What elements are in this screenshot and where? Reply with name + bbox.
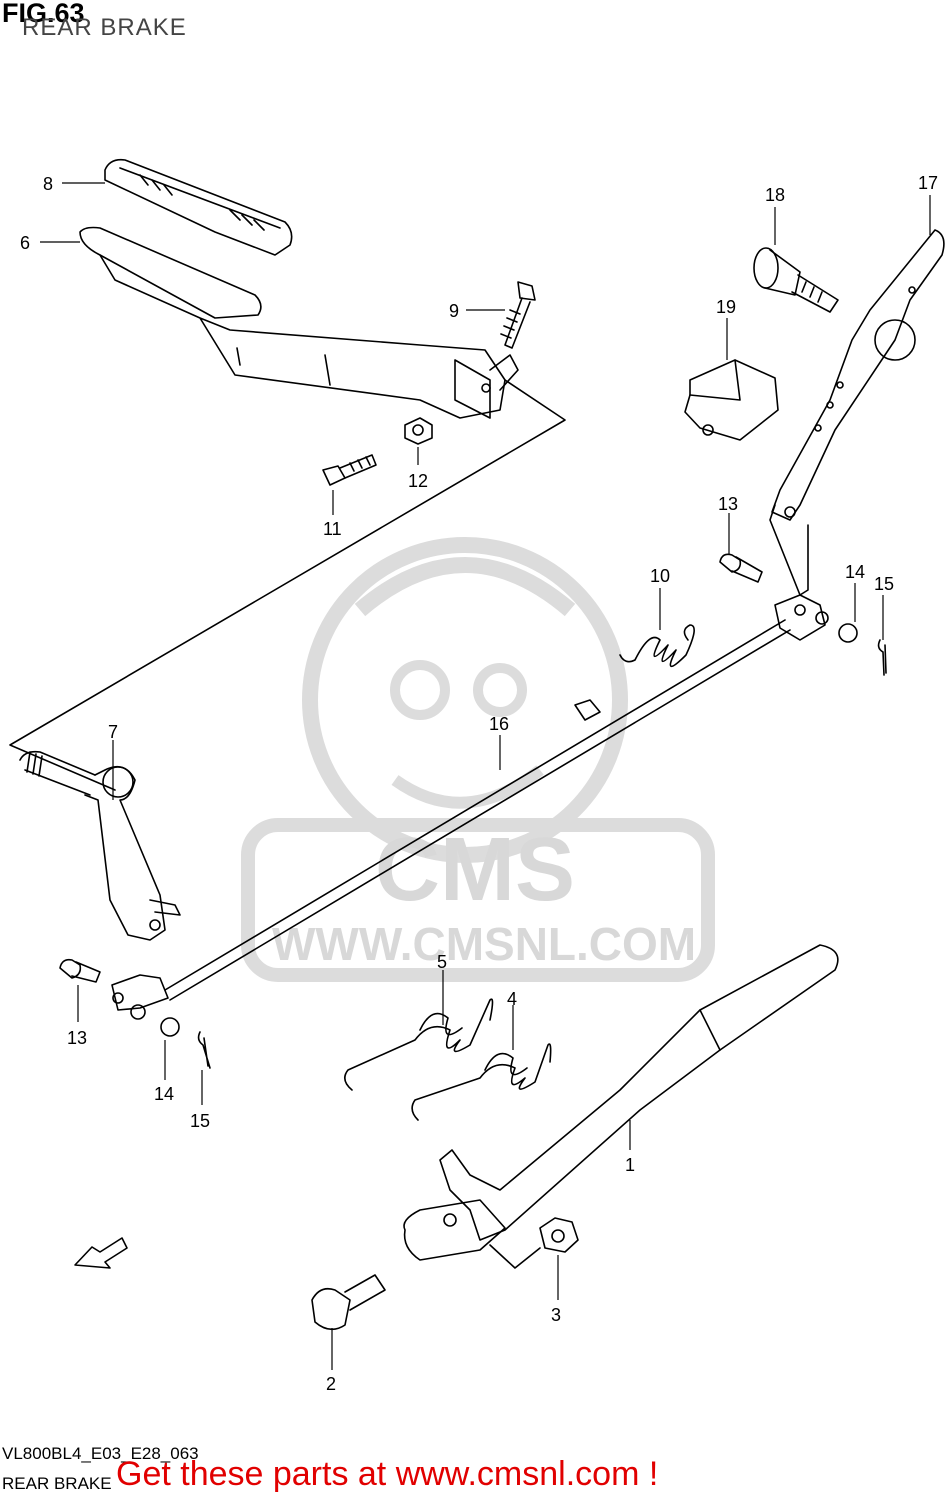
part-16-brake-rod [111, 594, 829, 1020]
figure-title: FIG.63 [2, 0, 85, 28]
fwd-direction-icon [74, 1237, 128, 1269]
watermark-url: WWW.CMSNL.COM [272, 918, 696, 970]
callout-6: 6 [20, 233, 30, 253]
part-13-pin-right [719, 553, 763, 583]
part-2-pivot-bolt [311, 1274, 386, 1331]
callout-4: 4 [507, 989, 517, 1009]
part-18-pivot-bolt [753, 247, 839, 313]
part-1-side-stand [403, 944, 839, 1261]
callout-16: 16 [489, 714, 509, 734]
part-5-spring [344, 998, 494, 1091]
callout-1: 1 [625, 1155, 635, 1175]
callout-7: 7 [108, 722, 118, 742]
callout-19: 19 [716, 297, 736, 317]
part-8-pedal-rubber [104, 158, 293, 256]
diagram-code: VL800BL4_E03_E28_063 [2, 1444, 199, 1463]
part-12-nut [404, 417, 433, 445]
callout-14-right: 14 [845, 562, 865, 582]
part-15-cotter-pin-left [197, 1031, 211, 1069]
callout-9: 9 [449, 301, 459, 321]
part-9-bolt [500, 281, 536, 349]
cms-watermark [241, 537, 715, 982]
callout-8: 8 [43, 174, 53, 194]
part-14-washer-left [160, 1017, 180, 1037]
callout-14-left: 14 [154, 1084, 174, 1104]
part-3-nut [489, 1217, 579, 1269]
callout-labels: 8 6 9 11 12 7 17 18 19 13 10 14 15 16 13… [20, 173, 938, 1394]
part-6-brake-pedal [79, 226, 519, 419]
callout-5: 5 [437, 952, 447, 972]
callout-10: 10 [650, 566, 670, 586]
leader-lines [40, 182, 931, 1370]
part-13-pin-left [59, 958, 101, 983]
callout-11: 11 [323, 519, 342, 539]
callout-18: 18 [765, 185, 785, 205]
footer-title: REAR BRAKE [2, 1474, 112, 1493]
part-17-brake-lever [769, 229, 945, 596]
watermark-brand: CMS [375, 820, 575, 920]
part-11-bolt [322, 454, 377, 486]
callout-17: 17 [918, 173, 938, 193]
callout-15-left: 15 [190, 1111, 210, 1131]
callout-3: 3 [551, 1305, 561, 1325]
part-10-spring [619, 624, 695, 668]
promo-link[interactable]: Get these parts at www.cmsnl.com ! [116, 1455, 659, 1493]
part-14-washer-right [838, 623, 858, 643]
part-7-brake-arm [19, 750, 181, 941]
part-4-spring [411, 1043, 552, 1121]
part-15-cotter-pin-right [877, 639, 887, 676]
figure-subtitle: REAR BRAKE [22, 14, 187, 41]
callout-13-left: 13 [67, 1028, 87, 1048]
part-19-cover [684, 359, 779, 441]
assembly-guide-line [9, 379, 566, 791]
callout-2: 2 [326, 1374, 336, 1394]
callout-12: 12 [408, 471, 428, 491]
callout-13-right: 13 [718, 494, 738, 514]
callout-15-right: 15 [874, 574, 894, 594]
